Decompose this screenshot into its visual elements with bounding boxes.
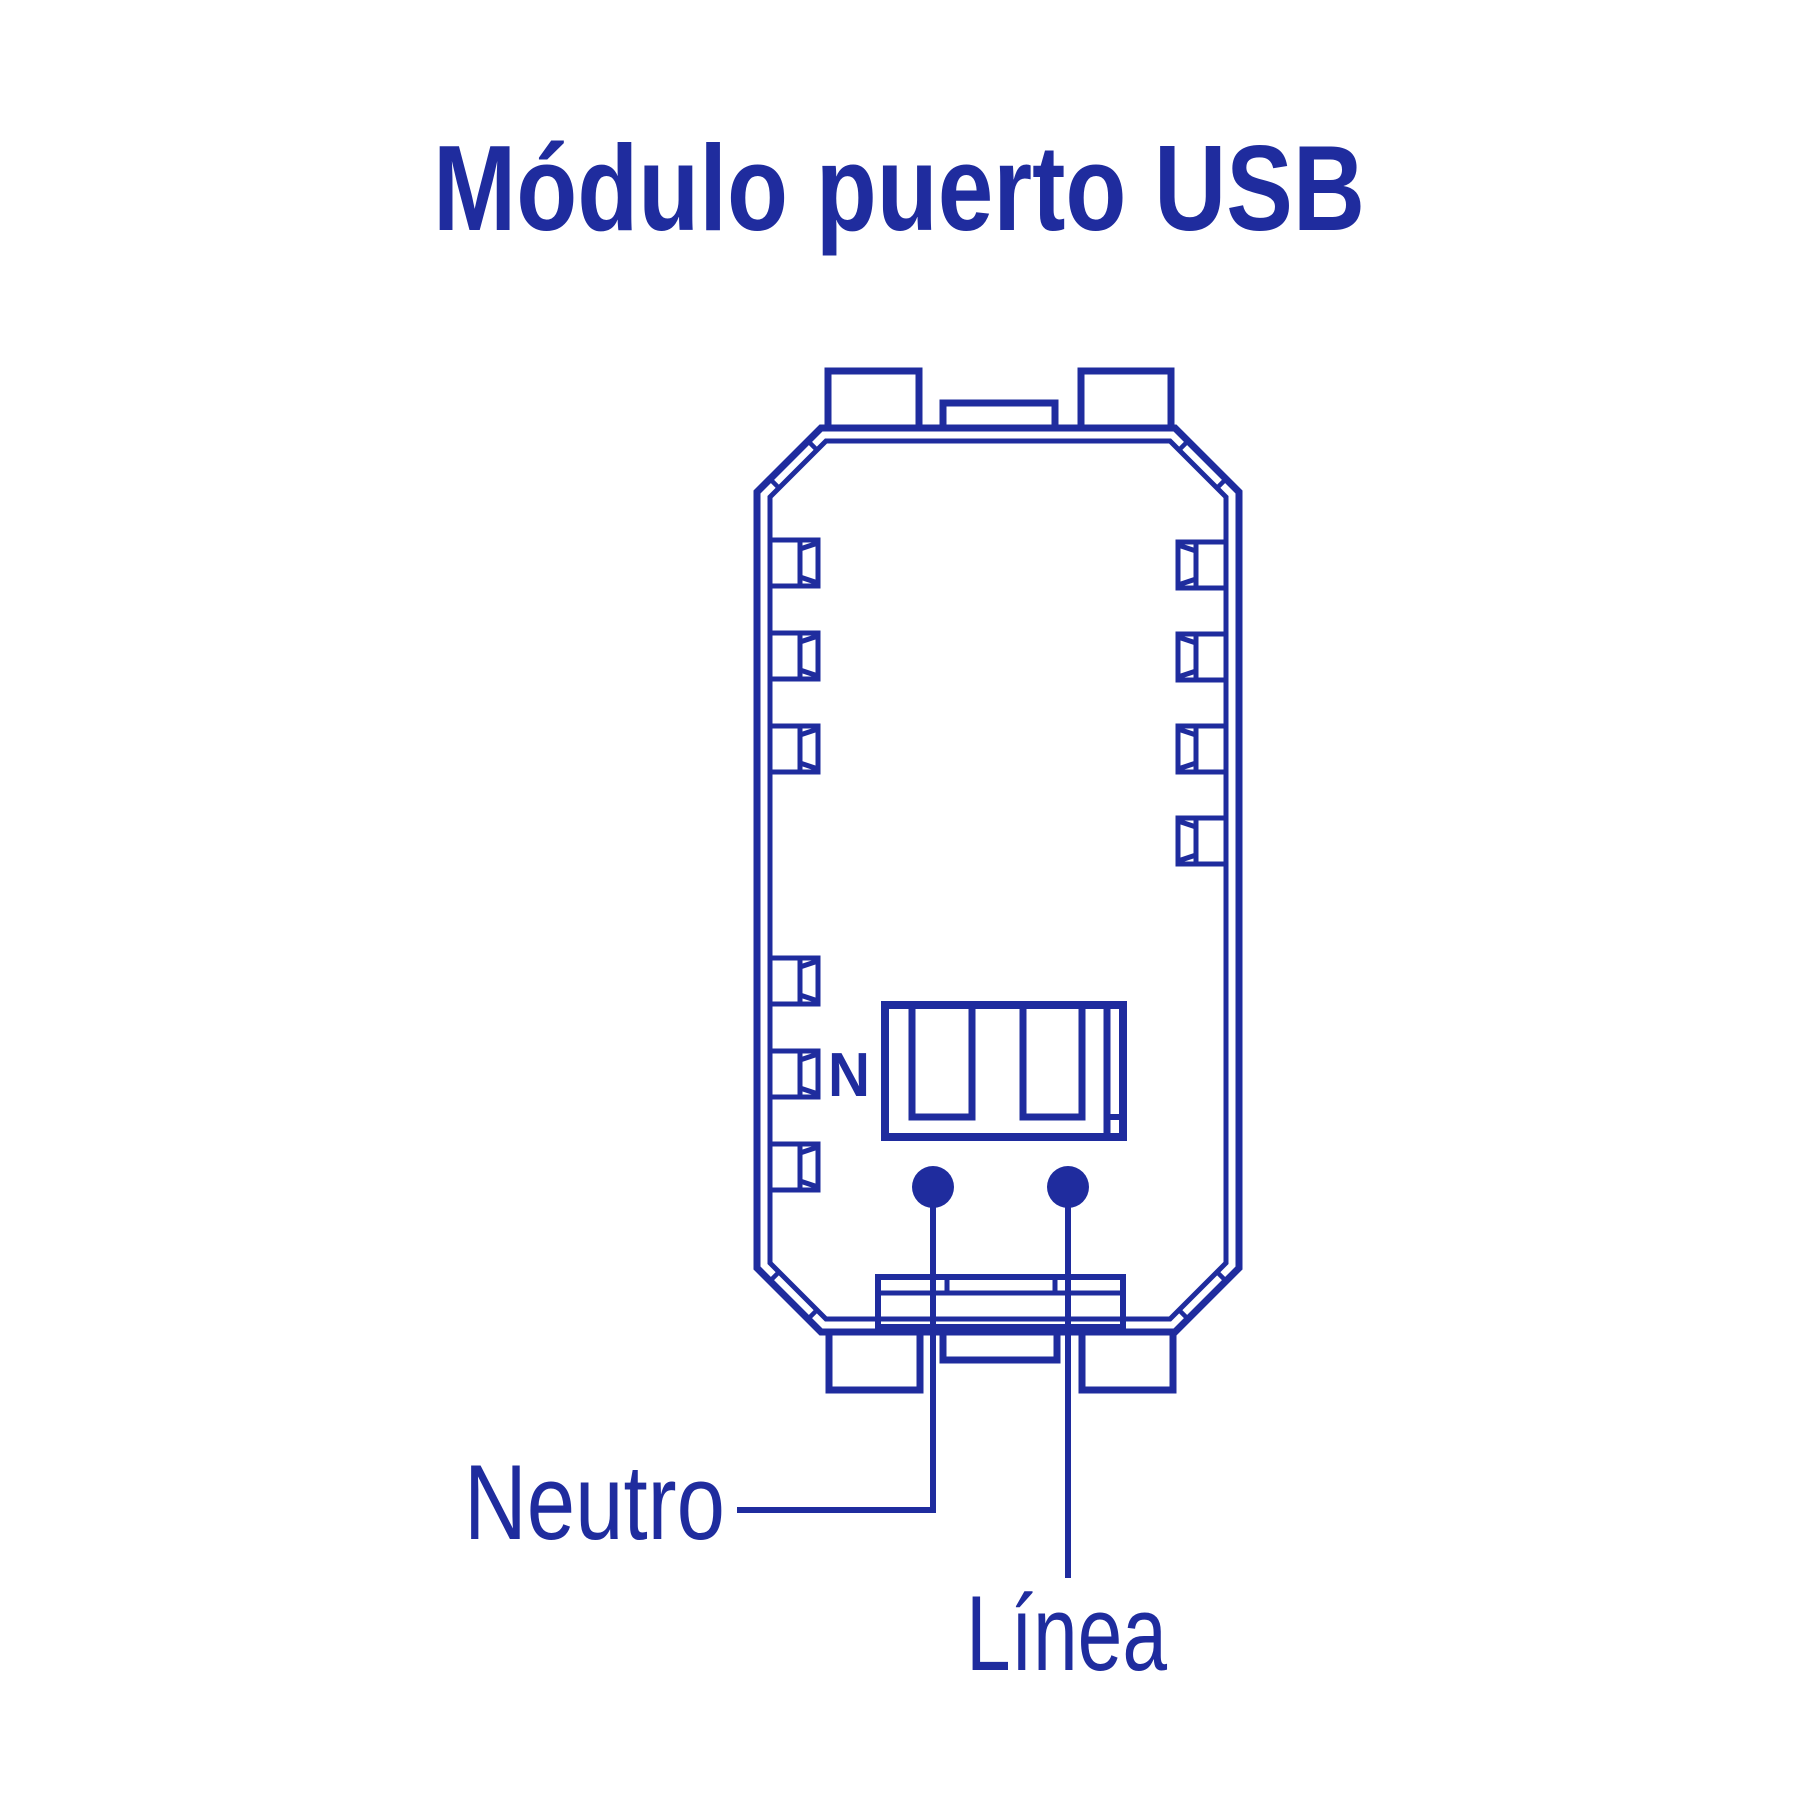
neutral-terminal-dot (912, 1166, 954, 1208)
clip-right-4 (1175, 815, 1226, 867)
module-outline-inner (767, 438, 1229, 1322)
top-tabs (824, 367, 1175, 432)
clip-left-2 (770, 630, 821, 682)
clip-left-3 (770, 723, 821, 775)
module-body (753, 424, 1243, 1336)
top-tab-right (1077, 367, 1175, 432)
bottom-tab-left (825, 1328, 924, 1394)
line-label: Línea (966, 1573, 1167, 1693)
terminal-slot-neutral (908, 1001, 976, 1121)
clip-left-5 (770, 1048, 821, 1100)
top-center-notch (939, 399, 1059, 432)
clip-left-1 (770, 537, 821, 589)
clip-left-6 (770, 1141, 821, 1193)
clip-left-4 (770, 955, 821, 1007)
bottom-rail-outline (875, 1274, 1126, 1330)
page-title: Módulo puerto USB (433, 120, 1365, 256)
bottom-tab-right (1078, 1328, 1177, 1394)
side-clips-left (770, 537, 821, 1193)
connection-points (912, 1166, 1089, 1208)
chamfer-ticks (768, 439, 1228, 1321)
terminal-block: N (828, 1001, 1127, 1141)
line-terminal-dot (1047, 1166, 1089, 1208)
neutral-label: Neutro (464, 1442, 725, 1562)
bottom-center-notch (939, 1328, 1061, 1364)
bottom-rail (875, 1274, 1126, 1330)
neutral-leader-line (737, 1200, 936, 1513)
clip-right-1 (1175, 539, 1226, 591)
side-clips-right (1175, 539, 1226, 867)
clip-right-3 (1175, 723, 1226, 775)
clip-right-2 (1175, 631, 1226, 683)
terminal-block-outline (881, 1001, 1127, 1141)
terminal-n-label: N (828, 1041, 870, 1110)
bottom-tabs (825, 1328, 1177, 1394)
terminal-slot-line (1019, 1001, 1086, 1121)
bottom-rail-ticks (944, 1277, 1058, 1293)
module-outline-outer (753, 424, 1243, 1336)
top-tab-left (824, 367, 923, 432)
leader-lines (737, 1200, 1071, 1578)
